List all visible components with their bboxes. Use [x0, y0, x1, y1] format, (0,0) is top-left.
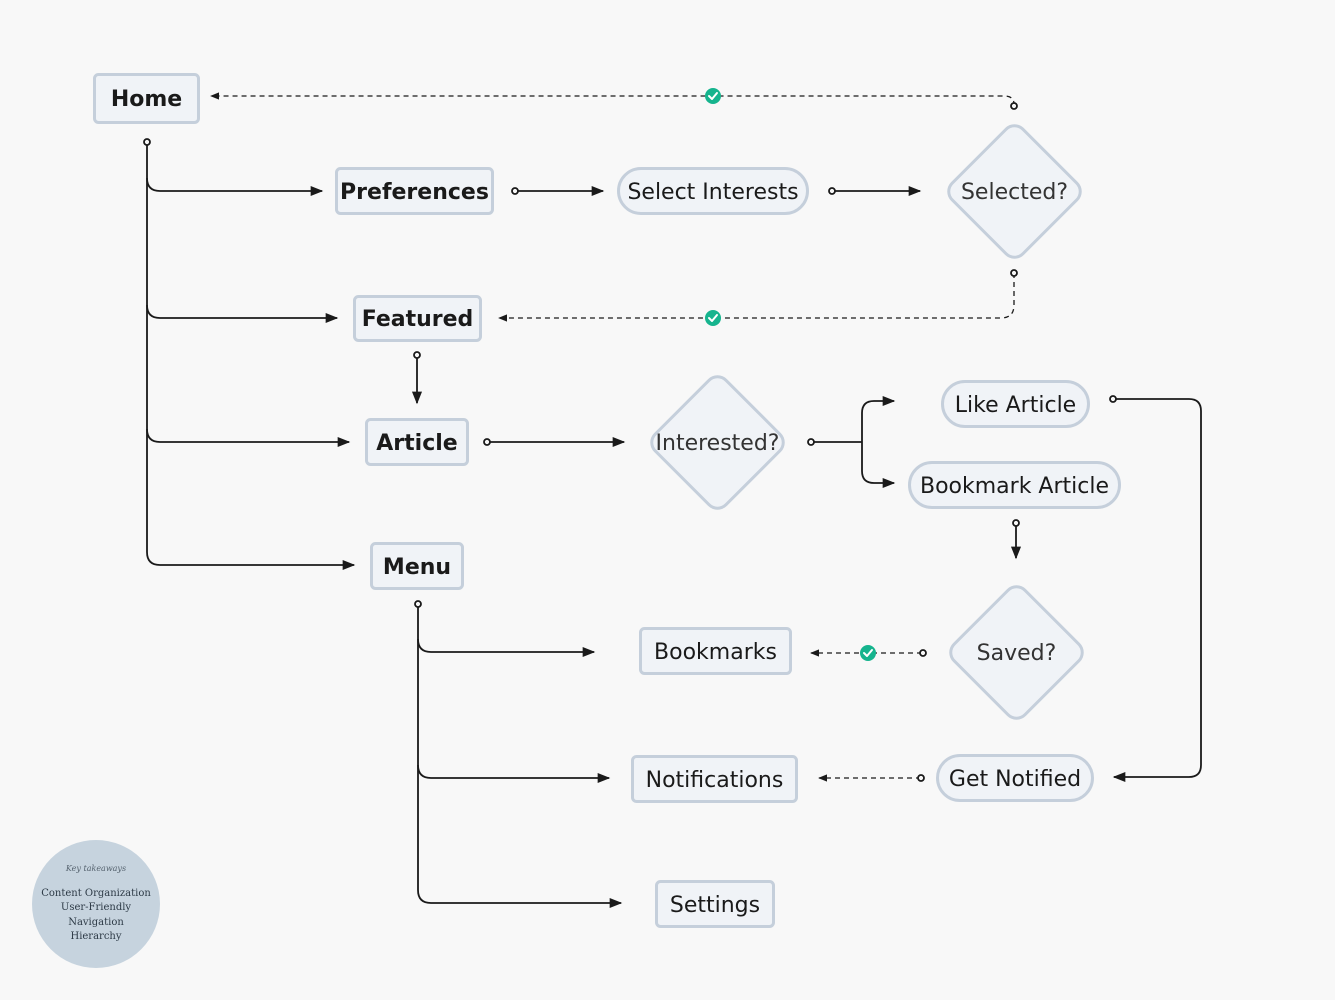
node-get-notified[interactable]: Get Notified	[936, 754, 1094, 802]
node-home[interactable]: Home	[93, 73, 200, 124]
port-like-right	[1109, 395, 1117, 403]
edge-menu-to-notifications	[417, 764, 611, 784]
node-home-label: Home	[111, 87, 182, 112]
port-selected-bottom	[1010, 269, 1018, 277]
edge-home-to-featured	[146, 304, 339, 324]
node-bookmark-article-label: Bookmark Article	[920, 474, 1109, 499]
check-badges	[705, 88, 876, 661]
edge-selected-to-home	[210, 92, 1015, 106]
port-home-bottom	[143, 138, 151, 146]
node-like-article[interactable]: Like Article	[941, 380, 1090, 428]
edge-selected-to-featured	[498, 273, 1015, 322]
node-settings-label: Settings	[670, 893, 760, 918]
node-like-article-label: Like Article	[955, 393, 1076, 418]
port-article-right	[483, 438, 491, 446]
check-icon	[860, 645, 876, 661]
node-bookmarks-label: Bookmarks	[654, 640, 777, 665]
edge-menu-trunk	[417, 604, 623, 909]
node-bookmark-article[interactable]: Bookmark Article	[908, 461, 1121, 509]
port-interested-right	[807, 438, 815, 446]
node-selected-label: Selected?	[961, 180, 1068, 205]
edge-interested-to-like	[861, 395, 896, 442]
edge-home-trunk	[146, 142, 356, 571]
edge-like-to-get-notified	[1112, 398, 1202, 783]
node-preferences[interactable]: Preferences	[335, 167, 494, 215]
edge-menu-to-bookmarks	[417, 638, 596, 658]
node-select-interests[interactable]: Select Interests	[617, 167, 809, 215]
node-menu[interactable]: Menu	[370, 542, 464, 590]
edge-home-to-preferences	[146, 177, 324, 197]
node-featured[interactable]: Featured	[353, 295, 482, 342]
node-saved-decision[interactable]: Saved?	[946, 582, 1087, 723]
key-takeaways-badge: Key takeaways Content Organization User-…	[32, 840, 160, 968]
key-takeaways-title: Key takeaways	[65, 863, 127, 873]
key-takeaway-item: Content Organization	[41, 887, 151, 899]
node-interested-label: Interested?	[656, 431, 780, 456]
node-preferences-label: Preferences	[340, 180, 489, 205]
port-select-interests-right	[828, 187, 836, 195]
node-select-interests-label: Select Interests	[627, 180, 798, 205]
key-takeaway-item: Navigation	[68, 916, 124, 928]
node-settings[interactable]: Settings	[655, 880, 775, 928]
port-selected-top	[1010, 102, 1018, 110]
node-get-notified-label: Get Notified	[949, 767, 1081, 792]
key-takeaway-item: Hierarchy	[70, 931, 122, 942]
node-saved-label: Saved?	[977, 641, 1057, 666]
ports	[143, 102, 1117, 782]
port-get-notified-left	[917, 774, 925, 782]
port-saved-left	[919, 649, 927, 657]
check-icon	[705, 88, 721, 104]
port-preferences-right	[511, 187, 519, 195]
node-interested-decision[interactable]: Interested?	[647, 372, 788, 513]
node-selected-decision[interactable]: Selected?	[944, 121, 1085, 262]
node-article-label: Article	[376, 431, 457, 456]
node-notifications-label: Notifications	[646, 768, 784, 793]
port-menu-bottom	[414, 600, 422, 608]
node-bookmarks[interactable]: Bookmarks	[639, 627, 792, 675]
key-takeaway-item: User-Friendly	[60, 902, 132, 913]
edge-home-to-article	[146, 428, 351, 448]
port-bookmark-bottom	[1012, 519, 1020, 527]
node-article[interactable]: Article	[365, 418, 469, 466]
edge-interested-to-bookmark	[861, 442, 896, 489]
node-menu-label: Menu	[383, 555, 451, 580]
port-featured-bottom	[413, 351, 421, 359]
check-icon	[705, 310, 721, 326]
node-notifications[interactable]: Notifications	[631, 755, 798, 803]
node-featured-label: Featured	[362, 307, 474, 332]
